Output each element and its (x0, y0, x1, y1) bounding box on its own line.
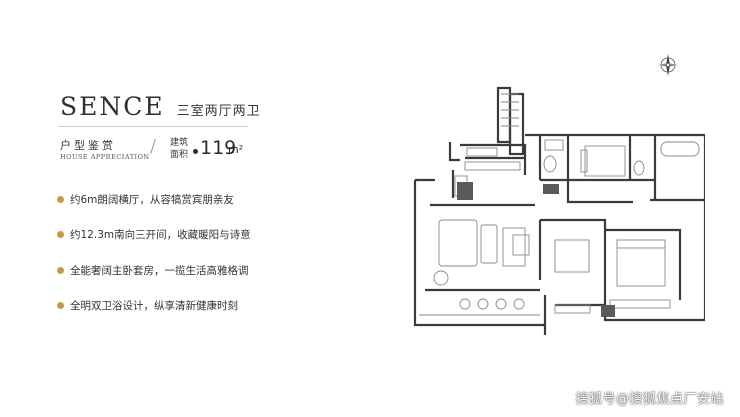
floorplan-drawing (413, 86, 705, 335)
compass-rose-icon (659, 54, 677, 76)
title-row: SENCE 三室两厅两卫 (60, 92, 261, 121)
area-label: 建筑 面积 (170, 137, 188, 161)
area-label-line2: 面积 (170, 150, 189, 160)
layout-subtitle: 三室两厅两卫 (176, 104, 261, 119)
feature-text: 约6m朗阔横厅，从容犒赏宾朋亲友 (70, 193, 234, 206)
bullet-icon (57, 231, 64, 238)
feature-text: 约12.3m南向三开间，收藏暖阳与诗意 (70, 229, 251, 241)
divider-line (58, 126, 248, 127)
bullet-icon (57, 302, 64, 309)
feature-text: 全明双卫浴设计，纵享清新健康时刻 (70, 300, 238, 312)
accent-blocks (457, 182, 615, 317)
feature-item: 约6m朗阔横厅，从容犒赏宾朋亲友 (57, 190, 251, 208)
furniture (419, 93, 700, 316)
bullet-icon (57, 266, 64, 274)
walls (413, 86, 705, 335)
unit-type-label: 户型鉴赏 (60, 139, 116, 152)
watermark: 搜狐号@搜狐焦点厂安站 (575, 392, 724, 407)
bullet-icon (57, 195, 64, 203)
feature-item: 约12.3m南向三开间，收藏暖阳与诗意 (57, 226, 251, 244)
feature-item: 全明双卫浴设计，纵享清新健康时刻 (57, 297, 251, 315)
area-value: 119 (200, 137, 237, 159)
bullet-dot-icon (193, 149, 198, 154)
feature-list: 约6m朗阔横厅，从容犒赏宾朋亲友 约12.3m南向三开间，收藏暖阳与诗意 全能奢… (57, 190, 251, 332)
area-unit: m² (228, 143, 244, 156)
brand-title: SENCE (60, 92, 165, 121)
unit-type-label-en: HOUSE APPRECIATION (60, 153, 150, 161)
feature-item: 全能奢阔主卧套房，一揽生活高雅格调 (57, 261, 251, 279)
area-label-line1: 建筑 (170, 138, 189, 148)
feature-text: 全能奢阔主卧套房，一揽生活高雅格调 (70, 264, 249, 277)
separator-slash: / (150, 136, 157, 157)
